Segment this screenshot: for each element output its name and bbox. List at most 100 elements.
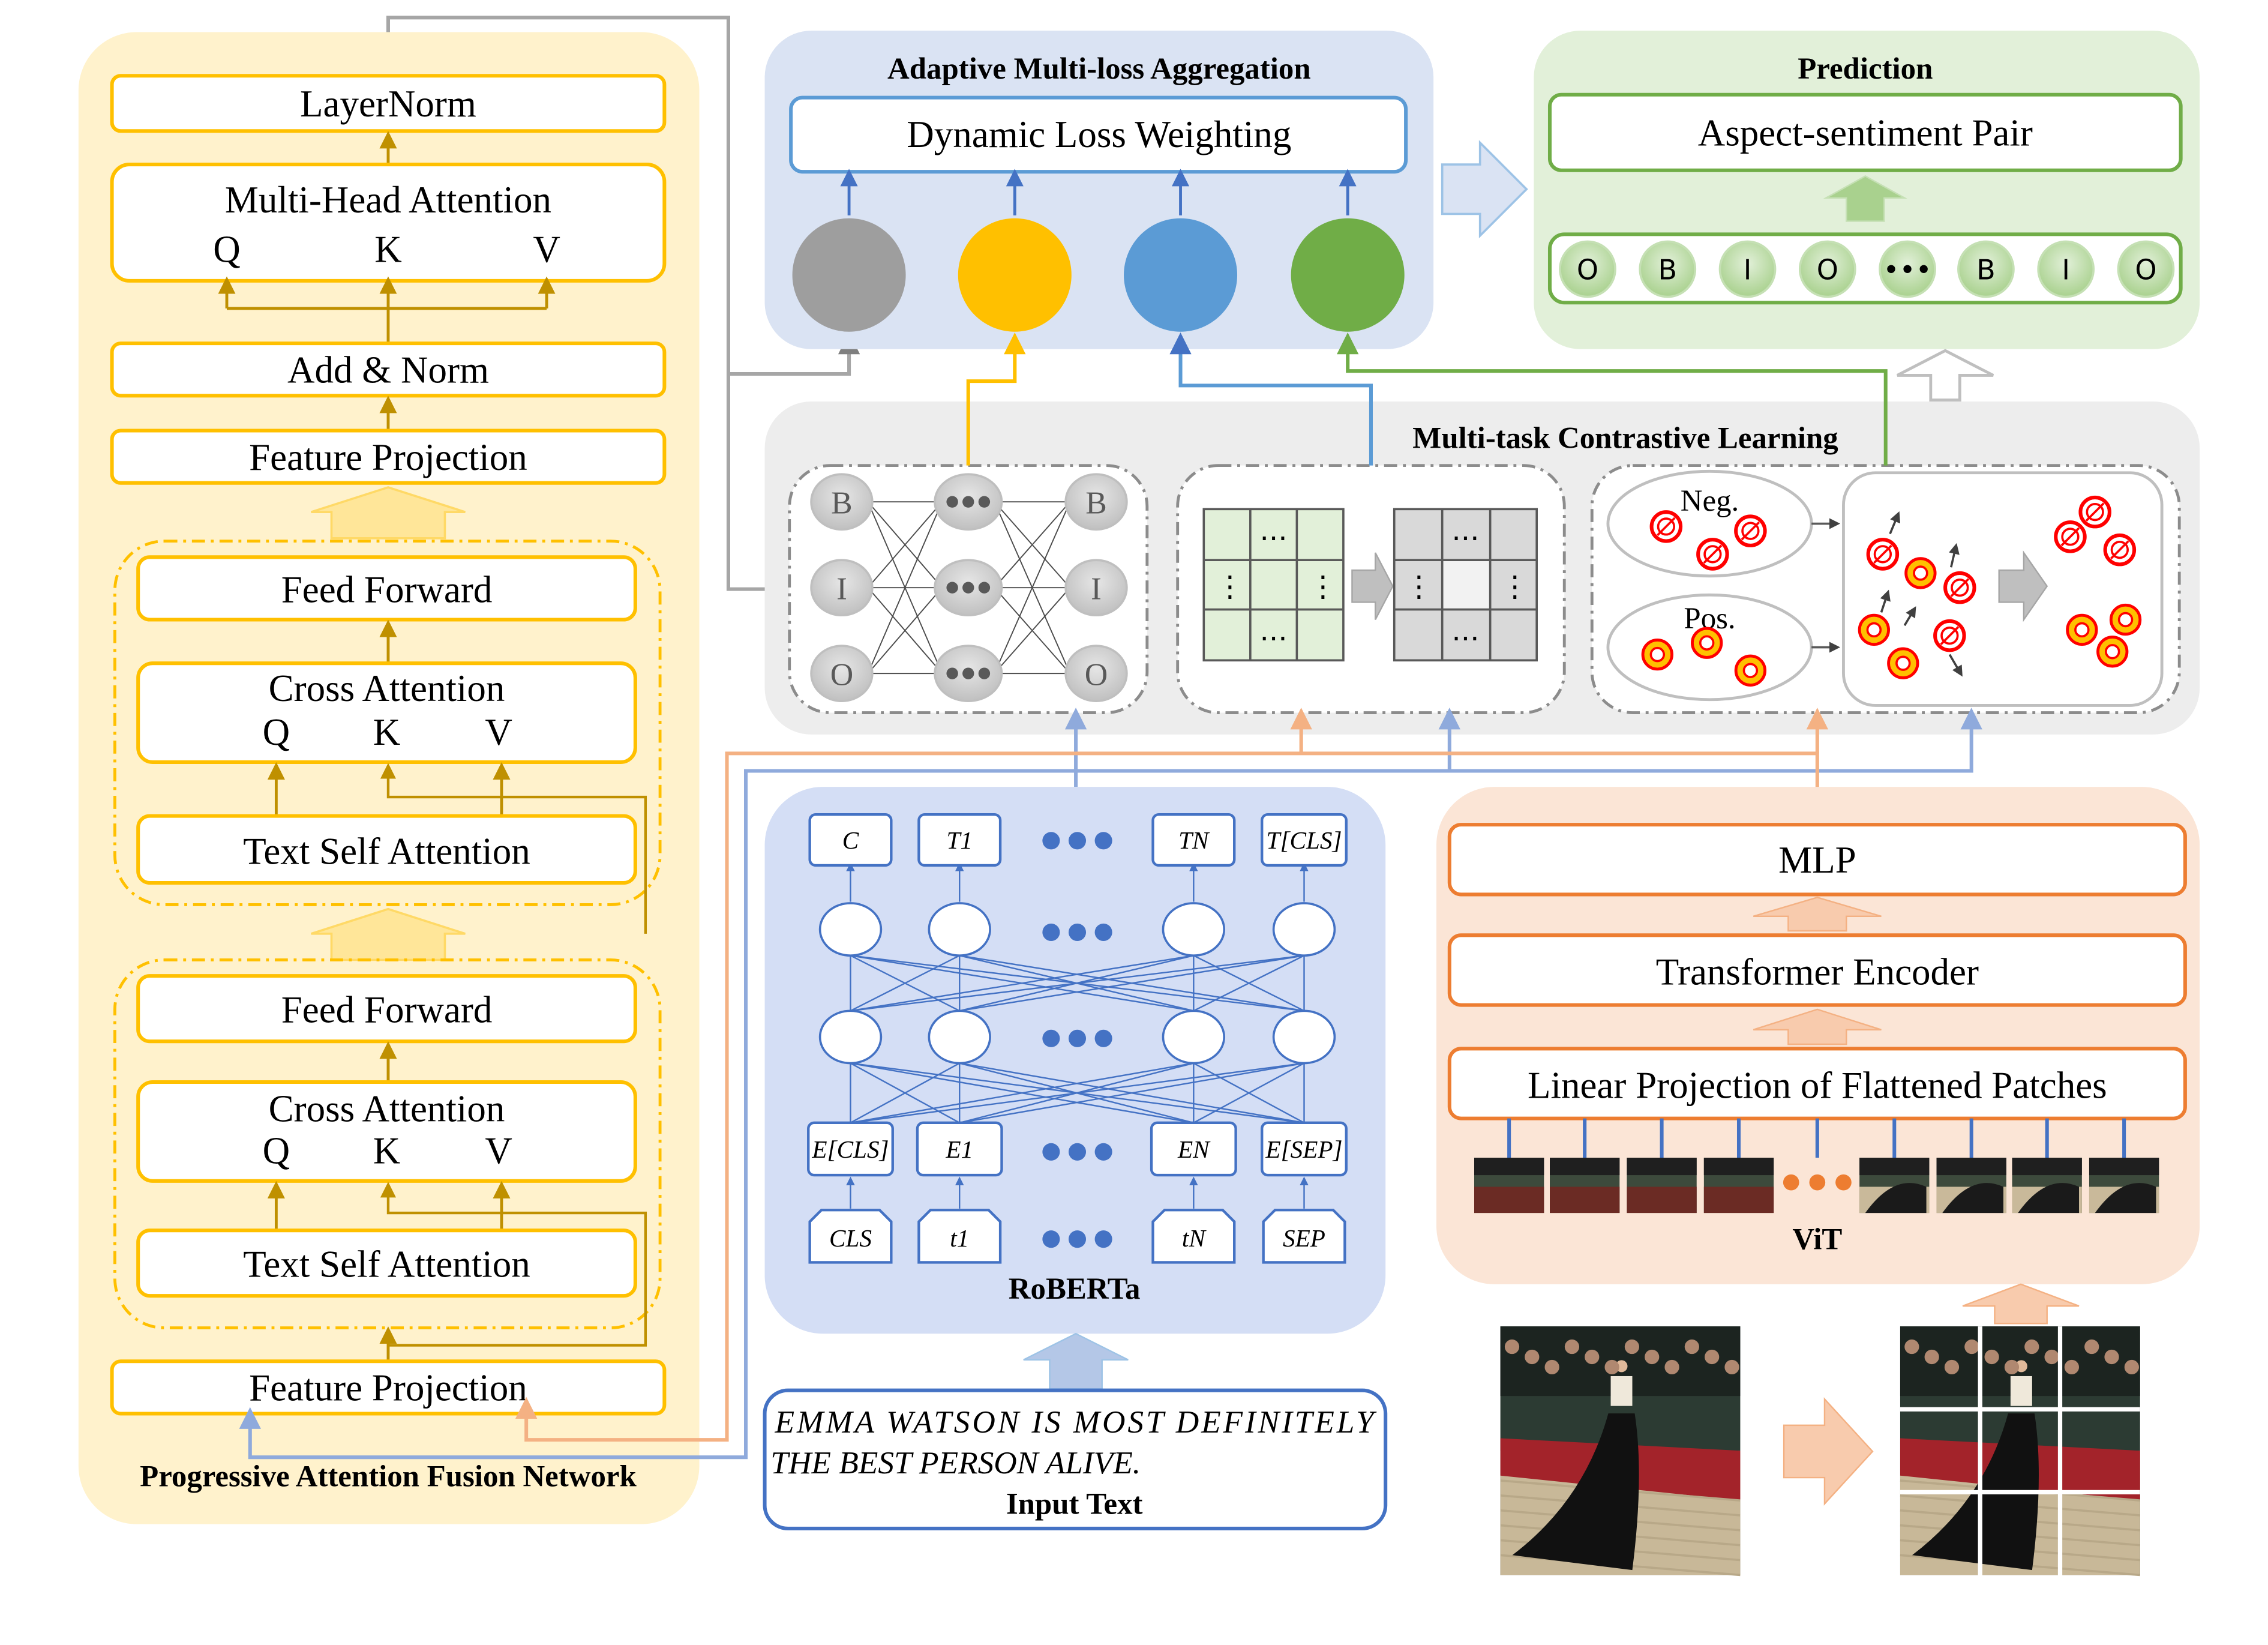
svg-text:Feature Projection: Feature Projection	[249, 436, 527, 478]
vit-panel: MLP Transformer Encoder Linear Projectio…	[1436, 787, 2200, 1284]
up-arrow-top	[310, 486, 466, 540]
gray-matrix: ··· ··· ⋮ ⋮	[1393, 508, 1538, 662]
crf-to-yellow-loss-line	[966, 332, 1026, 466]
negative-sample-dot	[2078, 495, 2111, 529]
add-norm-block: Add & Norm	[110, 341, 667, 398]
crf-node: O	[1064, 645, 1128, 702]
svg-text:RoBERTa: RoBERTa	[1009, 1272, 1141, 1306]
fusion-layer-1: Feed Forward Cross Attention Q K V Text …	[113, 958, 662, 1347]
svg-text:K: K	[373, 1130, 401, 1172]
mha-block: Multi-Head Attention Q K V	[110, 163, 667, 283]
svg-text:V: V	[485, 711, 512, 753]
image-patch	[1859, 1158, 1930, 1213]
svg-text:···: ···	[1451, 522, 1479, 556]
pafn-title: Progressive Attention Fusion Network	[140, 1460, 637, 1494]
positive-sample-dot	[1641, 638, 1673, 671]
tag-node: O	[1798, 240, 1856, 298]
image-patch	[2012, 1158, 2082, 1213]
positive-sample-dot	[1734, 654, 1767, 687]
hidden-node	[1162, 902, 1226, 957]
hidden-node	[1162, 1009, 1226, 1065]
svg-text:Q: Q	[263, 1130, 290, 1172]
svg-text:Multi-Head Attention: Multi-Head Attention	[225, 179, 551, 221]
positive-sample-dot	[1904, 557, 1937, 589]
embedding-token-label: E[SEP]	[1265, 1135, 1342, 1163]
svg-text:Feed Forward: Feed Forward	[281, 989, 493, 1031]
crf-node	[934, 645, 1003, 702]
embedding-token: E[CLS]	[807, 1121, 894, 1177]
input-token: tN	[1151, 1209, 1236, 1264]
negative-sample-dot	[1933, 619, 1966, 652]
output-token: T[CLS]	[1261, 813, 1348, 867]
tag-node: I	[1718, 240, 1777, 298]
text-to-roberta-arrow	[1023, 1332, 1129, 1390]
svg-text:THE BEST PERSON ALIVE.: THE BEST PERSON ALIVE.	[770, 1445, 1141, 1481]
crf-node	[934, 559, 1003, 617]
loss-circle-gray	[792, 218, 906, 332]
embedding-token: EN	[1150, 1121, 1237, 1177]
tag-node: I	[2037, 240, 2095, 298]
tag-node: •••	[1879, 240, 1936, 298]
positive-sample-dot	[1887, 647, 1919, 679]
tag-node: O	[1559, 240, 1616, 298]
svg-text:⋮: ⋮	[1309, 570, 1337, 604]
tag-label: B	[1976, 253, 1996, 286]
negative-sample-dot	[1734, 514, 1767, 547]
svg-text:EMMA WATSON IS MOST DEFINITELY: EMMA WATSON IS MOST DEFINITELY	[775, 1404, 1378, 1440]
matrix-to-blue-loss-line	[1169, 332, 1373, 466]
output-token: TN	[1151, 813, 1236, 867]
output-token-label: C	[842, 826, 859, 854]
tag-label: I	[2062, 253, 2070, 286]
crf-node: I	[810, 559, 874, 617]
embedding-token: E1	[916, 1121, 1003, 1177]
svg-text:⋮: ⋮	[1216, 570, 1244, 604]
svg-text:K: K	[374, 228, 402, 270]
patchified-image	[1900, 1326, 2140, 1577]
output-token-label: TN	[1178, 826, 1210, 854]
negative-sample-dot	[2054, 520, 2087, 553]
input-token: t1	[917, 1209, 1002, 1264]
positive-sample-dot	[1691, 627, 1723, 659]
tag-label: •••	[1883, 253, 1931, 286]
input-text-box: EMMA WATSON IS MOST DEFINITELY THE BEST …	[763, 1388, 1388, 1530]
positive-sample-dot	[2109, 603, 2142, 636]
loss-circle-green	[1291, 218, 1405, 332]
tag-label: I	[1744, 253, 1752, 286]
layernorm-to-gray-loss-line	[728, 332, 860, 376]
hidden-node	[818, 1009, 883, 1065]
negative-sample-dot	[1696, 538, 1729, 571]
loss-circle-yellow	[958, 218, 1072, 332]
crf-label: O	[1085, 657, 1108, 693]
image-feature-route	[515, 751, 1819, 1442]
negative-sample-dot	[1943, 571, 1976, 604]
tag-node: B	[1957, 240, 2015, 298]
motion-arrows	[1880, 511, 1963, 677]
crf-node: O	[810, 645, 874, 702]
tag-label: B	[1658, 253, 1677, 286]
crf-node: B	[810, 473, 874, 531]
output-token-label: T[CLS]	[1267, 826, 1342, 854]
fusion-layer-2: Feed Forward Cross Attention Q K V Text …	[113, 540, 662, 934]
crf-node: B	[1064, 473, 1128, 531]
image-patch	[1627, 1158, 1697, 1213]
ellipsis-dots	[1042, 832, 1112, 850]
svg-text:Text Self Attention: Text Self Attention	[243, 831, 530, 873]
svg-text:Text Self Attention: Text Self Attention	[243, 1244, 530, 1286]
output-token: T1	[917, 813, 1002, 867]
svg-text:V: V	[533, 228, 560, 270]
loss-circle-blue	[1124, 218, 1238, 332]
svg-text:···: ···	[1260, 622, 1288, 656]
svg-text:ViT: ViT	[1792, 1223, 1842, 1257]
output-token-label: T1	[946, 826, 973, 854]
input-token-label: tN	[1182, 1224, 1207, 1252]
svg-text:Input Text: Input Text	[1006, 1488, 1143, 1521]
svg-text:Feature Projection: Feature Projection	[249, 1367, 527, 1409]
svg-text:LayerNorm: LayerNorm	[300, 83, 476, 125]
crf-node	[934, 473, 1003, 531]
hidden-node	[928, 1009, 991, 1065]
svg-text:V: V	[485, 1130, 512, 1172]
feature-projection-top: Feature Projection	[110, 429, 667, 485]
